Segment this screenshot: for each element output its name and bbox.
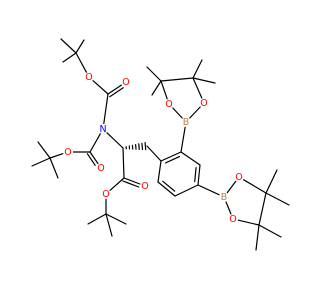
bond-R3-R4-inner <box>195 168 196 182</box>
bond-layer <box>32 39 289 250</box>
bond-B1-Ob2 <box>190 107 200 118</box>
bond-Cp4-m4b <box>266 193 289 205</box>
bond-Ob1-Cp1 <box>161 81 167 99</box>
bond-Cc-Oc <box>124 178 140 184</box>
atom-label-o-ob3: O <box>229 214 236 225</box>
bond-tb3-tb3a <box>88 214 106 224</box>
atom-label-o-o2: O <box>64 147 71 158</box>
bond-Ca-Cc <box>123 148 124 178</box>
bond-tb3-tb3c <box>106 214 126 224</box>
bond-C1-N <box>104 94 108 124</box>
atom-label-o-oc: O <box>141 181 148 192</box>
stereo-bond <box>126 143 146 150</box>
stereo-hash-6 <box>142 143 143 149</box>
bond-R5-R6-inner <box>163 181 175 191</box>
stereo-hash-7 <box>145 143 146 150</box>
bond-R6-R1 <box>158 161 161 182</box>
atom-label-o-ob1: O <box>165 99 172 110</box>
bond-R2-B1 <box>181 127 185 152</box>
atom-label-o-ob2: O <box>200 98 207 109</box>
bond-R4-R5 <box>175 185 198 196</box>
bond-Cp1-m1b <box>152 81 161 95</box>
bond-Cc-Oc-second <box>123 181 139 187</box>
atom-label-o-o2d: O <box>97 163 104 174</box>
bond-Cp3-m3b <box>259 225 281 237</box>
bond-tb1-tb1a <box>61 39 76 53</box>
bond-Ob3-Cp3 <box>238 220 259 225</box>
bond-B2-Ob3 <box>226 202 231 214</box>
bond-C2-O2d <box>90 152 98 164</box>
bond-N-C2 <box>90 134 100 152</box>
bond-Cp3-m3a <box>256 225 259 250</box>
bond-tb1-tb1b <box>76 40 84 53</box>
bond-Cp4-m4a <box>266 170 277 193</box>
bond-Cc-Oe <box>110 178 124 190</box>
bond-CH2-R1 <box>147 146 161 161</box>
bond-tb3-tb3b <box>106 214 112 236</box>
bond-C2-O2d-second <box>87 154 95 166</box>
atom-label-o-ob4: O <box>235 172 242 183</box>
bond-tb1-tb1c <box>63 53 76 62</box>
bond-Cp1-Cp2 <box>161 78 193 81</box>
bond-O1-C1 <box>93 81 108 94</box>
bond-Ob4-Cp4 <box>244 180 266 193</box>
bond-tb2-tb2c <box>50 158 58 178</box>
atom-label-n-n: N <box>99 124 106 135</box>
bond-tb1-O1 <box>76 53 86 72</box>
atom-label-o-o1: O <box>85 72 92 83</box>
bond-R3-R4 <box>198 165 200 185</box>
bond-R4-B2 <box>198 185 219 195</box>
bond-R2-R3 <box>181 152 200 165</box>
bond-R1-R2 <box>161 152 181 161</box>
atom-label-b-b2: B <box>221 192 228 203</box>
bond-O2-tb2 <box>50 154 63 158</box>
bond-Cp3-Cp4 <box>259 193 266 225</box>
bond-tb2-tb2b <box>32 158 50 166</box>
atom-label-b-b1: B <box>183 117 190 128</box>
bond-Cp2-m2a <box>193 60 202 78</box>
atom-label-o-oe: O <box>102 189 109 200</box>
bond-Ob2-Cp2 <box>193 78 202 98</box>
bond-B2-Ob4 <box>227 181 235 192</box>
bond-Cp1-m1a <box>147 67 161 81</box>
bond-N-Ca <box>107 133 123 148</box>
bond-Cp2-m2b <box>193 78 215 83</box>
bond-tb2-tb2a <box>38 142 50 158</box>
atom-label-o-o1d: O <box>122 77 129 88</box>
bond-B1-Ob1 <box>173 108 182 118</box>
